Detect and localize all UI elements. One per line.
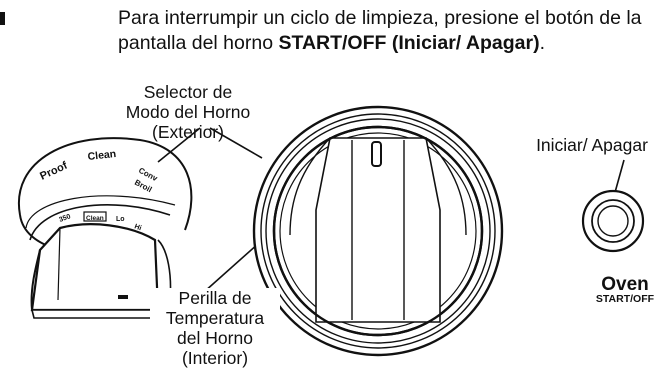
end-punct: . bbox=[539, 32, 545, 54]
hi-mark: Hi bbox=[133, 223, 142, 232]
start-off-button bbox=[581, 189, 645, 253]
temperature-knob-label: Perilla de Temperatura del Horno (Interi… bbox=[150, 288, 280, 368]
lo-mark: Lo bbox=[116, 216, 125, 223]
selector-label-line-1: Selector de bbox=[143, 82, 233, 102]
instructions-line-2: pantalla del horno START/OFF (Iniciar/ A… bbox=[6, 31, 545, 56]
perilla-label-line-3: del Horno bbox=[177, 328, 253, 348]
temperature-knob bbox=[252, 105, 504, 357]
perilla-label-line-1: Perilla de bbox=[178, 288, 252, 308]
instructions-line-1: Para interrumpir un ciclo de limpieza, p… bbox=[0, 6, 642, 31]
perilla-label-line-4: (Interior) bbox=[181, 348, 249, 368]
350-mark: 350 bbox=[58, 213, 71, 224]
bullet-marker bbox=[0, 12, 5, 25]
clean-mark: Clean bbox=[87, 148, 117, 163]
mode-selector-dial bbox=[17, 137, 193, 319]
start-off-button-name: START/OFF (Iniciar/ Apagar) bbox=[278, 32, 540, 54]
mode-selector-label: Selector de Modo del Horno (Exterior) bbox=[118, 82, 258, 142]
instructions-text-2: pantalla del horno bbox=[118, 32, 279, 54]
oven-button-label: Oven bbox=[601, 274, 649, 295]
perilla-label-line-2: Temperatura bbox=[165, 308, 265, 328]
selector-label-line-2: Modo del Horno bbox=[125, 102, 251, 122]
selector-label-line-3: (Exterior) bbox=[152, 122, 224, 142]
knob-clean-mark: Clean bbox=[86, 215, 104, 222]
instructions-text-1: Para interrumpir un ciclo de limpieza, p… bbox=[118, 7, 642, 29]
start-off-label: Iniciar/ Apagar bbox=[536, 135, 648, 155]
oven-button-sublabel: START/OFF bbox=[595, 293, 655, 305]
